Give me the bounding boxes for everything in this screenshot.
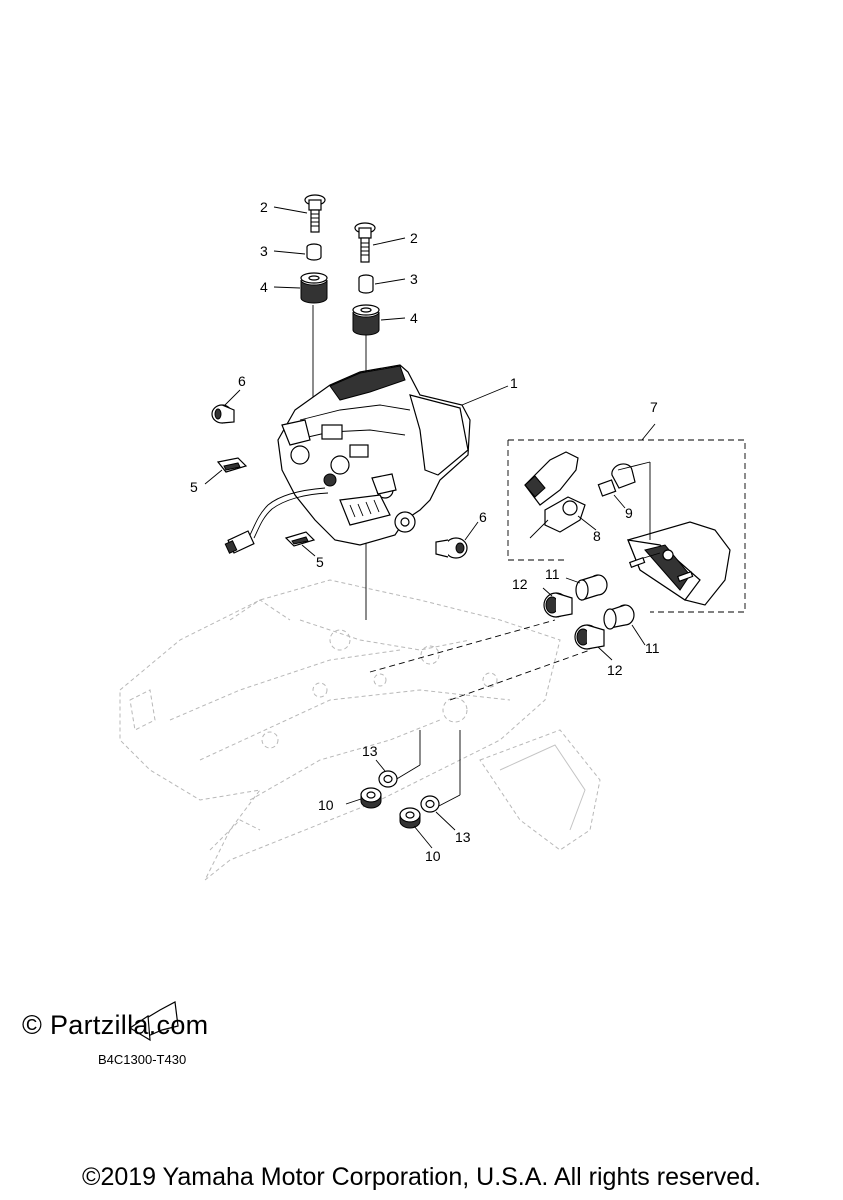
callout-8: 8 <box>593 528 601 544</box>
bolt-2-left <box>304 194 326 233</box>
callout-4-right: 4 <box>410 310 418 326</box>
collar-11-lower <box>603 604 635 630</box>
callout-6-left: 6 <box>238 373 246 389</box>
callout-12-lower: 12 <box>607 662 623 678</box>
flange-nut-10-upper <box>360 787 382 809</box>
tail-light-assembly-1 <box>224 364 471 554</box>
grommet-12-lower <box>574 624 605 650</box>
front-direction-arrow-icon <box>128 1001 179 1042</box>
washer-13-upper <box>378 770 398 788</box>
callout-leaders <box>204 206 646 849</box>
collar-11-upper <box>575 574 608 601</box>
clip-5-lower <box>284 531 316 547</box>
callout-11-upper: 11 <box>545 566 560 582</box>
collar-3-right <box>358 274 374 294</box>
callout-5-lower: 5 <box>316 554 324 570</box>
callout-4-left: 4 <box>260 279 268 295</box>
callout-10-upper: 10 <box>318 797 334 813</box>
callout-12-upper: 12 <box>512 576 528 592</box>
callout-3-left: 3 <box>260 243 268 259</box>
callout-3-right: 3 <box>410 271 418 287</box>
callout-2-left: 2 <box>260 199 268 215</box>
grommet-12-upper <box>543 592 573 618</box>
washer-13-lower <box>420 795 440 813</box>
flange-nut-10-lower <box>399 807 421 829</box>
callout-5-upper: 5 <box>190 479 198 495</box>
callout-labels: 1 2 2 3 3 4 4 5 5 6 6 7 8 9 10 10 11 11 … <box>190 199 660 864</box>
grommet-4-left <box>300 272 328 304</box>
callout-13-upper: 13 <box>362 743 378 759</box>
callout-2-right: 2 <box>410 230 418 246</box>
watermark: © Partzilla.com <box>22 1010 209 1040</box>
frame-outline <box>119 579 601 881</box>
callout-6-right: 6 <box>479 509 487 525</box>
callout-1: 1 <box>510 375 518 391</box>
bolt-2-right <box>354 222 376 263</box>
callout-9: 9 <box>625 505 633 521</box>
copyright-notice: ©2019 Yamaha Motor Corporation, U.S.A. A… <box>82 1163 761 1191</box>
callout-10-lower: 10 <box>425 848 441 864</box>
callout-13-lower: 13 <box>455 829 471 845</box>
license-light-7 <box>507 423 746 613</box>
rubber-grommet-6-left <box>211 404 235 424</box>
collar-3-left <box>306 243 322 261</box>
diagram-code: B4C1300-T430 <box>98 1052 187 1067</box>
callout-11-lower: 11 <box>645 640 660 656</box>
rubber-grommet-6-right <box>435 537 468 559</box>
grommet-4-right <box>352 304 380 336</box>
clip-5-upper <box>216 457 248 473</box>
callout-7: 7 <box>650 399 658 415</box>
